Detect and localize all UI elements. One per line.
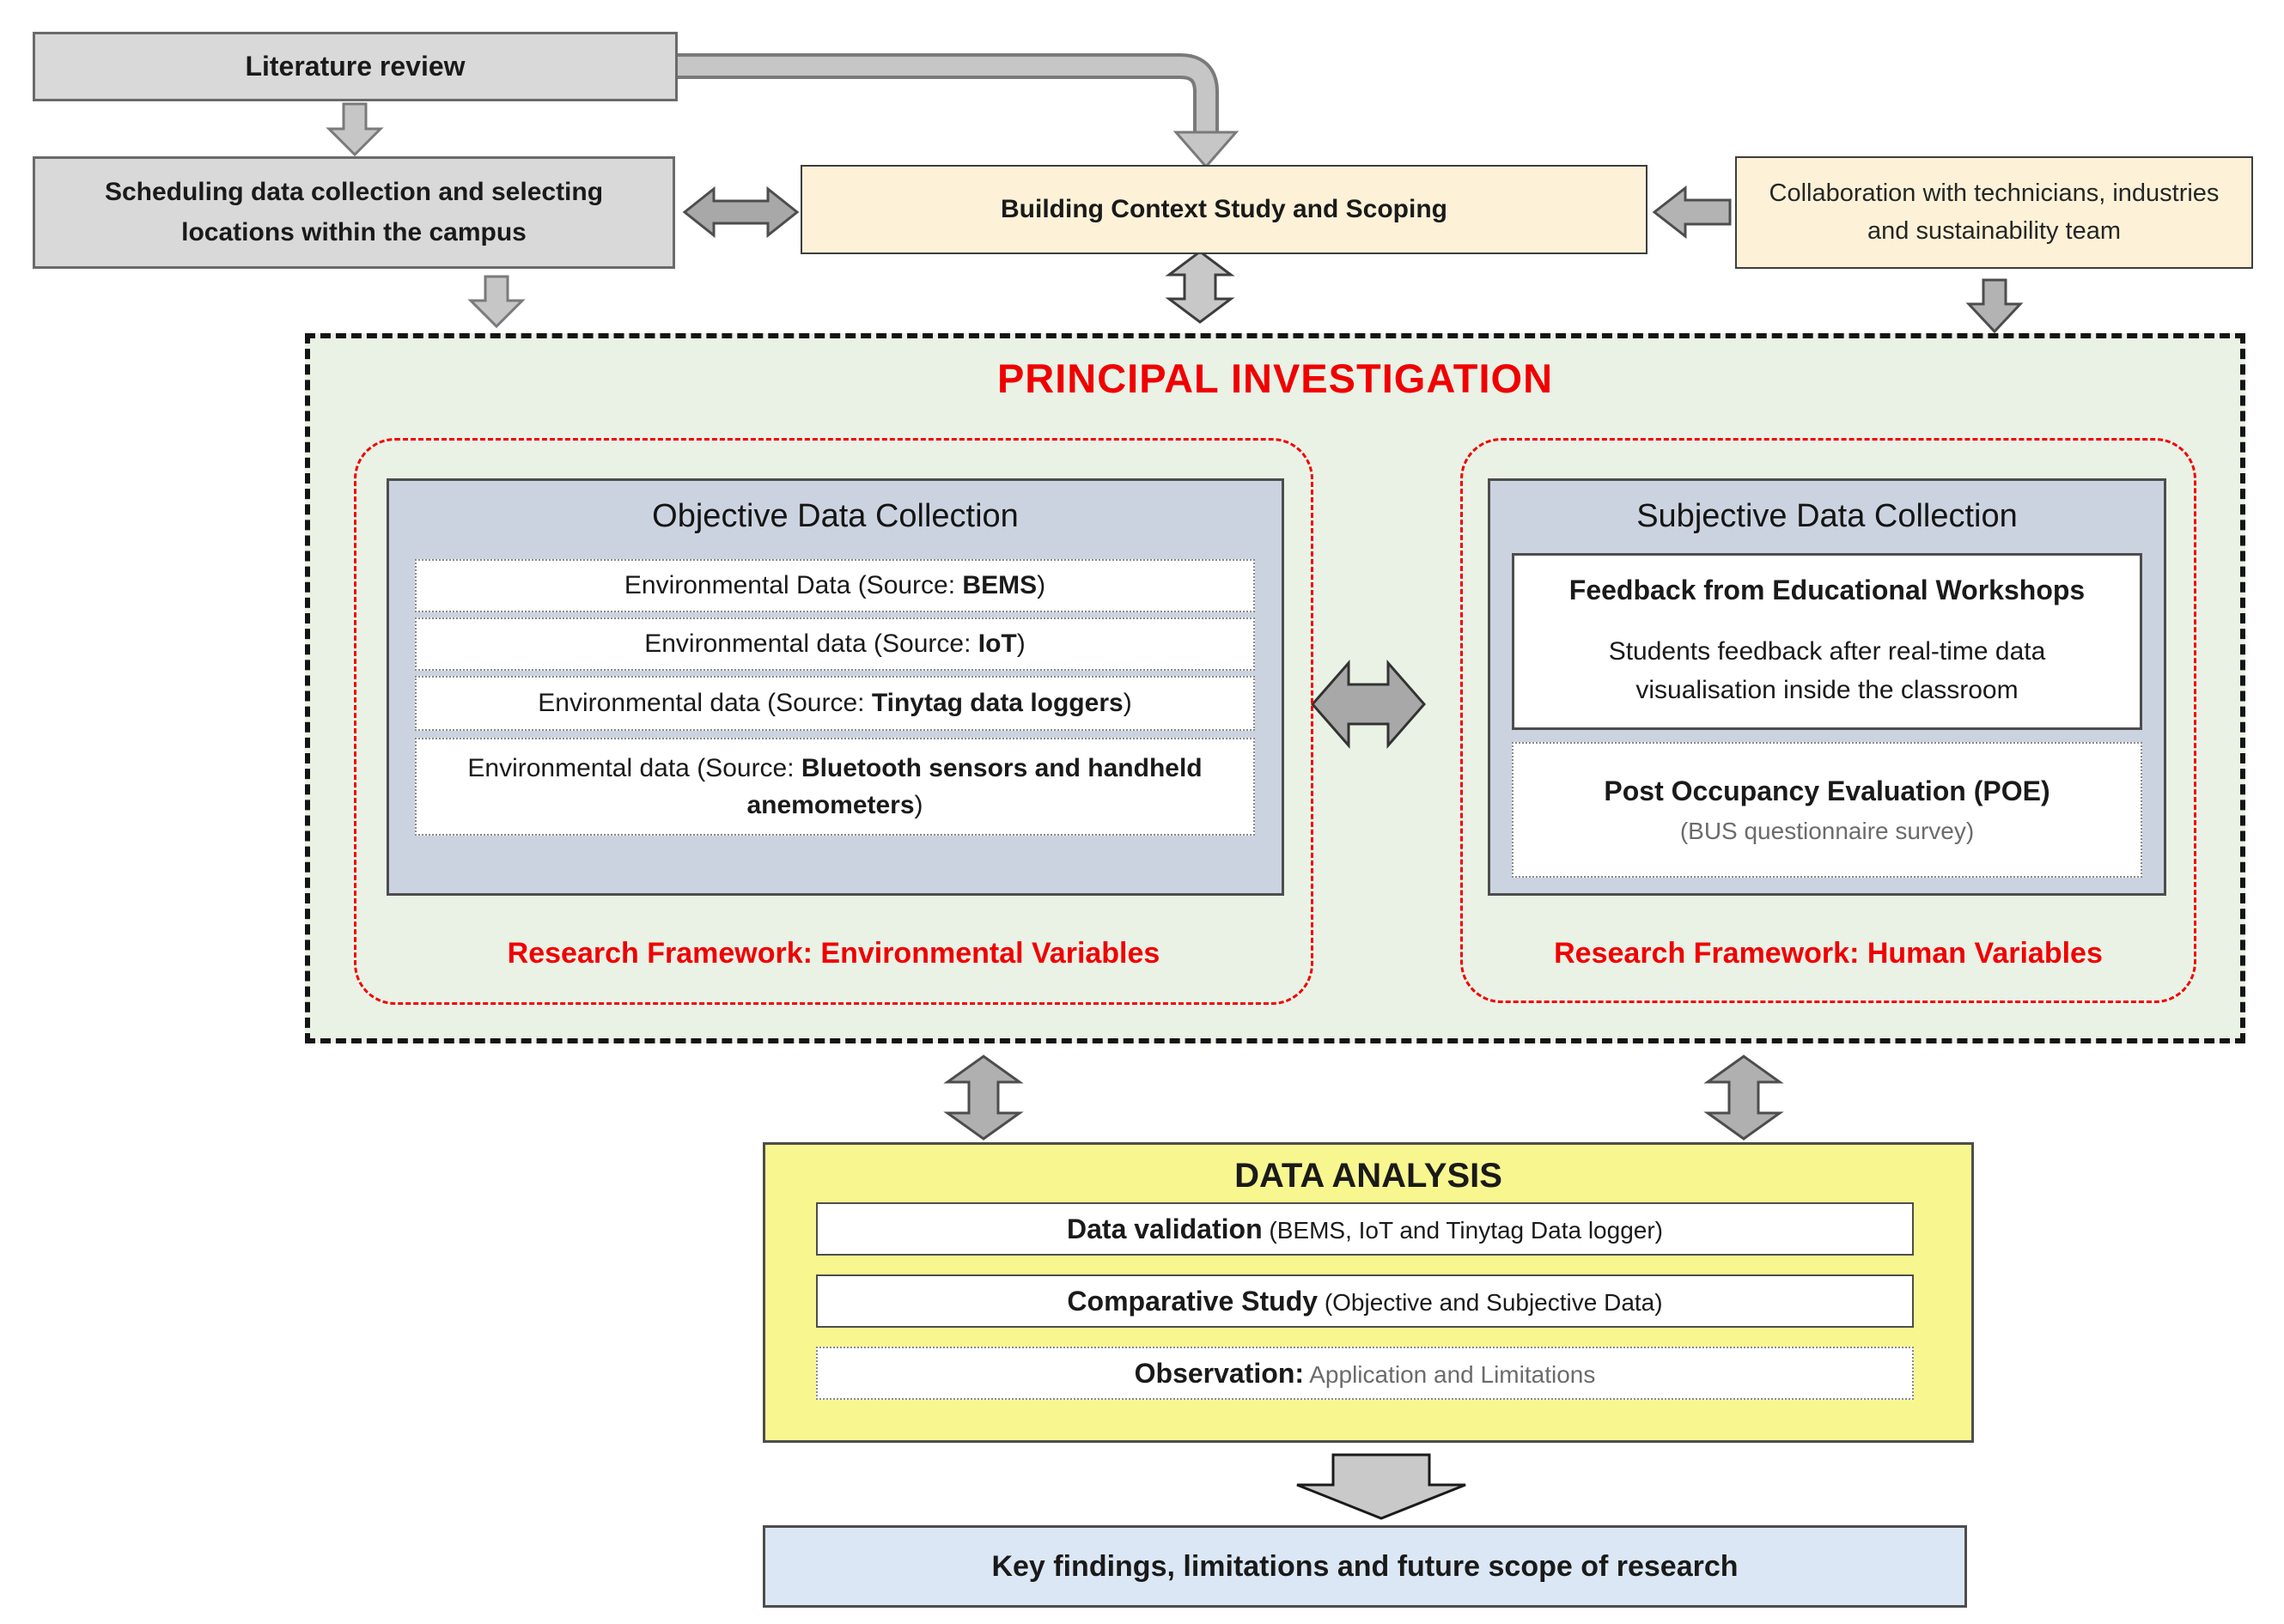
poe-box: Post Occupancy Evaluation (POE) (BUS que… — [1512, 742, 2142, 878]
human-variables-caption: Research Framework: Human Variables — [1554, 936, 2103, 970]
elbow-arrow-icon — [678, 53, 1239, 169]
key-findings-box: Key findings, limitations and future sco… — [763, 1525, 1967, 1608]
objective-framework-frame — [354, 438, 1313, 1005]
subjective-framework-frame — [1460, 438, 2196, 1003]
subjective-panel-title: Subjective Data Collection — [1636, 497, 2018, 534]
double-vertical-arrow-icon — [943, 1055, 1024, 1140]
collaboration-label: Collaboration with technicians, industri… — [1769, 179, 2220, 245]
big-down-arrow-icon — [1296, 1453, 1466, 1520]
left-arrow-icon — [1652, 185, 1732, 240]
double-vertical-arrow-icon — [1703, 1055, 1784, 1140]
down-arrow-icon — [326, 102, 384, 157]
collaboration-box: Collaboration with technicians, industri… — [1735, 156, 2253, 269]
scheduling-box: Scheduling data collection and selecting… — [33, 156, 675, 269]
workshop-feedback-box: Feedback from Educational Workshops Stud… — [1512, 553, 2142, 730]
literature-review-label: Literature review — [245, 51, 466, 82]
principal-investigation-title: PRINCIPAL INVESTIGATION — [996, 355, 1554, 401]
key-findings-label: Key findings, limitations and future sco… — [991, 1549, 1739, 1583]
literature-review-box: Literature review — [33, 32, 678, 101]
data-analysis-title: DATA ANALYSIS — [1234, 1156, 1502, 1195]
poe-subtitle: (BUS questionnaire survey) — [1679, 817, 1975, 844]
scheduling-label: Scheduling data collection and selecting… — [104, 178, 604, 246]
workshop-feedback-title: Feedback from Educational Workshops — [1568, 574, 2086, 605]
environmental-variables-caption: Research Framework: Environmental Variab… — [507, 936, 1160, 970]
double-horizontal-arrow-icon — [682, 186, 800, 239]
objective-item-tinytag: Environmental data (Source: Tinytag data… — [415, 676, 1255, 731]
objective-panel-title: Objective Data Collection — [652, 497, 1019, 534]
observation-row: Observation: Application and Limitations — [816, 1347, 1914, 1400]
down-arrow-icon — [1965, 278, 2024, 334]
data-validation-row: Data validation (BEMS, IoT and Tinytag D… — [816, 1202, 1914, 1256]
down-arrow-icon — [467, 275, 526, 329]
poe-title: Post Occupancy Evaluation (POE) — [1604, 775, 2050, 806]
double-vertical-arrow-icon — [1165, 250, 1235, 324]
building-context-box: Building Context Study and Scoping — [801, 165, 1648, 254]
objective-item-bluetooth: Environmental data (Source: Bluetooth se… — [415, 738, 1255, 836]
building-context-label: Building Context Study and Scoping — [1001, 195, 1447, 223]
comparative-study-row: Comparative Study (Objective and Subject… — [816, 1274, 1914, 1328]
workshop-feedback-body: Students feedback after real-time data v… — [1608, 636, 2046, 704]
objective-item-bems: Environmental Data (Source: BEMS) — [415, 559, 1255, 612]
objective-item-iot: Environmental data (Source: IoT) — [415, 617, 1255, 671]
